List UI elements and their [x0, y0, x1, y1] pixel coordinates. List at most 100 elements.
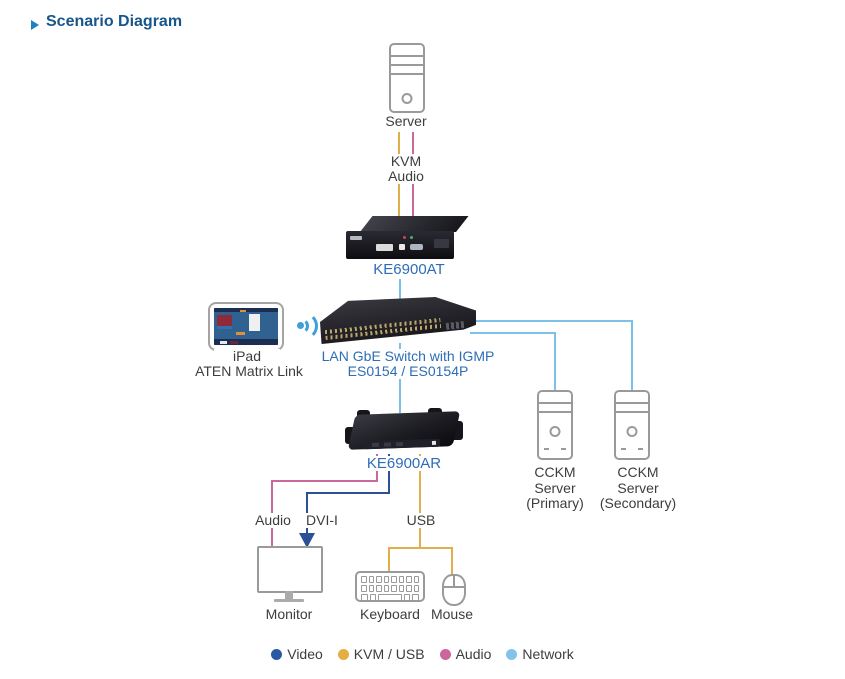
legend-item-video: Video	[271, 646, 323, 662]
server-power-circle	[549, 426, 561, 437]
audio-cable-label-top: Audio	[381, 169, 431, 184]
mouse-icon	[442, 574, 466, 606]
legend-item-network: Network	[506, 646, 574, 662]
cckm-primary-l1: CCKM	[534, 464, 576, 480]
keyboard-row	[361, 576, 419, 583]
audio-cable-label-bottom: Audio	[249, 513, 297, 528]
monitor-stand-neck	[285, 591, 293, 599]
audio-color-dot	[439, 648, 451, 660]
server-vent-line	[616, 402, 648, 404]
legend-label-network: Network	[522, 646, 574, 662]
monitor-stand-base	[274, 599, 304, 602]
mouse-button-line	[444, 586, 464, 588]
video-cable-ar-down	[388, 454, 390, 494]
keyboard-row	[361, 585, 419, 592]
led-panel	[434, 239, 449, 248]
ke6900at-device	[346, 214, 469, 264]
serial-port	[410, 244, 423, 250]
lan-switch-device	[320, 297, 476, 345]
app-top-bar	[214, 308, 278, 312]
server-dash	[561, 448, 566, 450]
ipad-screen	[214, 308, 278, 345]
legend-label-audio: Audio	[455, 646, 492, 662]
server-vent-line	[391, 64, 423, 66]
usb-port	[431, 440, 437, 445]
ke6900ar-front-panel	[363, 438, 441, 450]
ke6900ar-device	[344, 408, 464, 456]
cckm-secondary-l1: CCKM	[617, 464, 659, 480]
aten-logo	[350, 236, 362, 240]
wifi-arc-icon	[290, 312, 318, 340]
dvi-port	[376, 244, 393, 251]
kvm-usb-color-dot	[337, 648, 349, 660]
server-icon	[389, 43, 425, 113]
legend-item-kvm-usb: KVM / USB	[337, 646, 425, 662]
audio-jack-green	[410, 236, 413, 239]
ipad-icon	[208, 302, 284, 351]
cckm-primary-l2: Server	[534, 479, 576, 496]
video-color-dot	[271, 648, 283, 660]
keyboard-label: Keyboard	[350, 607, 430, 622]
app-tile-bar	[217, 326, 232, 329]
network-cable-at-to-switch	[399, 279, 401, 312]
switch-label-line2: ES0154 / ES0154P	[308, 364, 508, 379]
monitor-icon	[257, 546, 323, 593]
ke6900at-top-face	[360, 216, 469, 232]
server-dash	[544, 448, 549, 450]
ipad-label: iPad	[214, 349, 280, 364]
usb-cable-to-mouse	[451, 549, 453, 575]
mouse-label: Mouse	[426, 607, 478, 622]
cckm-primary-l3: (Primary)	[526, 495, 584, 511]
usb-cable-ar-down	[419, 454, 421, 549]
front-port	[395, 441, 404, 447]
video-cable-h	[306, 492, 390, 494]
server-power-circle	[401, 93, 413, 104]
server-label: Server	[374, 114, 438, 129]
network-cable-switch-to-secondary-v	[631, 320, 633, 392]
app-bottom-chip	[220, 341, 227, 344]
app-video-tile	[217, 315, 232, 326]
app-button	[240, 310, 246, 312]
network-cable-switch-to-secondary-h	[470, 320, 633, 322]
server-vent-line	[539, 411, 571, 413]
cckm-primary-server-icon	[537, 390, 573, 460]
usb-port	[399, 244, 405, 250]
section-arrow-icon	[31, 20, 39, 30]
dvi-cable-label: DVI-I	[299, 513, 345, 528]
server-vent-line	[391, 73, 423, 75]
ke6900ar-label: KE6900AR	[344, 456, 464, 471]
network-color-dot	[506, 648, 518, 660]
page-title: Scenario Diagram	[46, 13, 183, 30]
server-vent-line	[391, 55, 423, 57]
kvm-cable-label: KVM	[383, 154, 429, 169]
aten-matrix-link-label: ATEN Matrix Link	[190, 364, 308, 379]
server-dash	[621, 448, 626, 450]
dvi-arrow-icon	[299, 533, 315, 548]
ke6900at-front-panel	[346, 231, 454, 259]
usb-cable-to-keyboard	[388, 549, 390, 572]
keyboard-row	[361, 594, 419, 601]
legend: Video KVM / USB Audio Network	[0, 646, 845, 662]
server-vent-line	[539, 402, 571, 404]
front-port	[371, 442, 380, 448]
network-cable-switch-to-primary-v	[554, 332, 556, 392]
mouse-button-divider	[453, 576, 455, 587]
cckm-secondary-server-icon	[614, 390, 650, 460]
server-power-circle	[626, 426, 638, 437]
legend-label-kvm-usb: KVM / USB	[353, 646, 425, 662]
app-button	[236, 332, 245, 335]
server-dash	[638, 448, 643, 450]
usb-cable-split-h	[388, 547, 453, 549]
app-bottom-bar	[214, 339, 278, 345]
legend-item-audio: Audio	[439, 646, 492, 662]
app-bottom-chip	[230, 341, 238, 344]
network-cable-switch-to-primary-h	[470, 332, 556, 334]
cckm-secondary-l2: Server	[617, 479, 659, 496]
cckm-primary-label: CCKM Server (Primary)	[513, 464, 597, 512]
audio-cable-h	[271, 480, 378, 482]
usb-cable-label: USB	[399, 513, 443, 528]
front-port	[383, 442, 392, 447]
server-vent-line	[616, 411, 648, 413]
cckm-secondary-label: CCKM Server (Secondary)	[586, 464, 690, 512]
